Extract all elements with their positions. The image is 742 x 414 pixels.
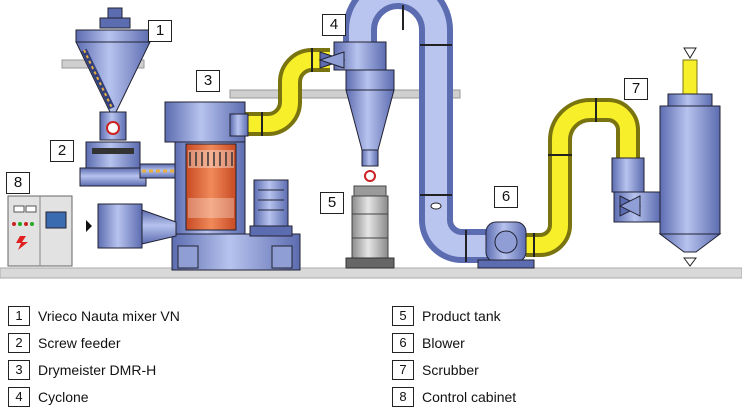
- legend-number: 6: [392, 333, 414, 353]
- scrubber: [611, 47, 722, 267]
- drymeister-dryer: [164, 101, 301, 271]
- legend-item: 8 Control cabinet: [392, 387, 516, 407]
- callout-7: 7: [624, 78, 648, 100]
- legend: 1 Vrieco Nauta mixer VN 2 Screw feeder 3…: [0, 306, 742, 414]
- legend-item: 6 Blower: [392, 333, 465, 353]
- legend-label: Product tank: [422, 308, 501, 324]
- legend-item: 1 Vrieco Nauta mixer VN: [8, 306, 180, 326]
- legend-label: Scrubber: [422, 362, 479, 378]
- yellow-duct-dryer: [245, 48, 330, 136]
- legend-label: Drymeister DMR-H: [38, 362, 157, 378]
- legend-label: Cyclone: [38, 389, 89, 405]
- control-cabinet: [7, 195, 73, 267]
- legend-item: 5 Product tank: [392, 306, 501, 326]
- process-flow-diagram: [0, 0, 742, 279]
- screw-feeder: [79, 141, 187, 187]
- callout-6: 6: [494, 186, 518, 208]
- legend-item: 4 Cyclone: [8, 387, 89, 407]
- callout-4: 4: [322, 14, 346, 36]
- product-tank: [345, 185, 395, 269]
- floor: [0, 267, 742, 279]
- legend-number: 7: [392, 360, 414, 380]
- callout-1: 1: [148, 20, 172, 42]
- legend-label: Control cabinet: [422, 389, 517, 405]
- legend-number: 8: [392, 387, 414, 407]
- legend-label: Vrieco Nauta mixer VN: [38, 308, 180, 324]
- legend-number: 1: [8, 306, 30, 326]
- blue-duct: [343, 0, 490, 263]
- callout-8: 8: [6, 172, 30, 194]
- yellow-duct-blower: [526, 98, 640, 257]
- callout-2: 2: [50, 140, 74, 162]
- blower: [477, 221, 535, 269]
- nauta-mixer: [75, 7, 151, 141]
- legend-number: 2: [8, 333, 30, 353]
- air-inlet: [86, 203, 177, 249]
- legend-label: Blower: [422, 335, 465, 351]
- legend-item: 2 Screw feeder: [8, 333, 120, 353]
- legend-item: 3 Drymeister DMR-H: [8, 360, 156, 380]
- legend-item: 7 Scrubber: [392, 360, 479, 380]
- callout-3: 3: [196, 70, 220, 92]
- legend-number: 4: [8, 387, 30, 407]
- cyclone: [318, 41, 395, 182]
- legend-label: Screw feeder: [38, 335, 121, 351]
- legend-number: 5: [392, 306, 414, 326]
- callout-5: 5: [320, 192, 344, 214]
- legend-number: 3: [8, 360, 30, 380]
